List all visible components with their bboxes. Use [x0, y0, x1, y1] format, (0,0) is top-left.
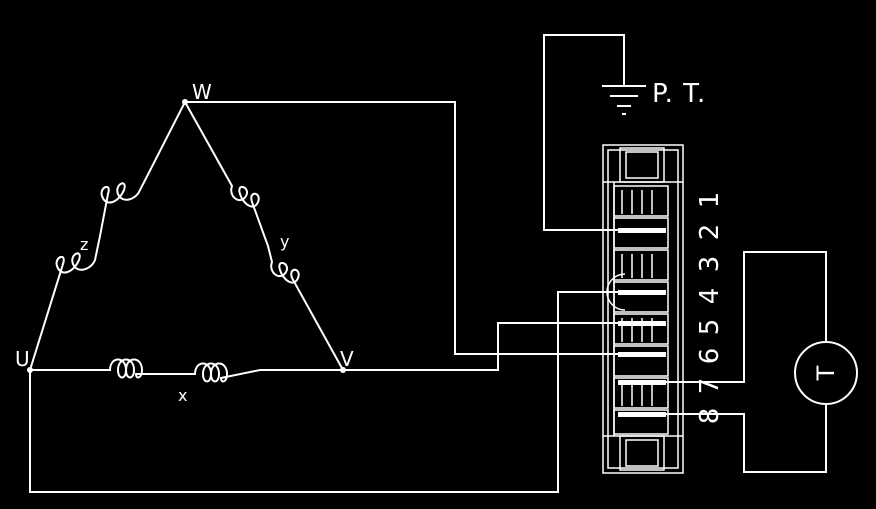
delta-winding — [29, 101, 344, 383]
terminal-number: 4 — [695, 288, 725, 305]
wire-terminal-7-meter — [665, 251, 827, 383]
wire-w-terminal-6 — [185, 101, 665, 355]
terminal-contacts — [618, 228, 666, 417]
terminal-number: 3 — [695, 256, 725, 273]
node-u-label: U — [15, 347, 30, 371]
ground-label: P. T. — [652, 79, 706, 109]
terminal-number: 2 — [695, 224, 725, 241]
terminal-numbers: 1 2 3 4 5 6 7 8 — [695, 192, 725, 425]
wire-v-terminal-5 — [343, 322, 665, 371]
winding-x-label: x — [178, 386, 187, 405]
terminal-block — [602, 144, 684, 474]
winding-z — [29, 101, 186, 371]
node-w-label: W — [192, 80, 212, 104]
wiring-lines — [29, 34, 827, 493]
meter-icon — [794, 341, 858, 405]
terminal-number: 8 — [695, 408, 725, 425]
terminal-number: 1 — [695, 192, 725, 209]
terminal-number: 6 — [695, 348, 725, 365]
wire-u-terminal-4 — [29, 291, 665, 493]
winding-x — [30, 358, 343, 383]
winding-z-label: z — [80, 235, 88, 254]
terminal-number: 7 — [695, 378, 725, 395]
winding-y-label: y — [280, 232, 289, 251]
winding-y — [184, 101, 344, 371]
node-v-label: V — [340, 347, 354, 371]
ground-icon — [602, 85, 646, 115]
wire-terminal-8-meter — [665, 404, 827, 473]
wire-ground-terminal-2 — [543, 34, 665, 231]
meter-label: T — [812, 365, 840, 381]
terminal-number: 5 — [695, 319, 725, 336]
